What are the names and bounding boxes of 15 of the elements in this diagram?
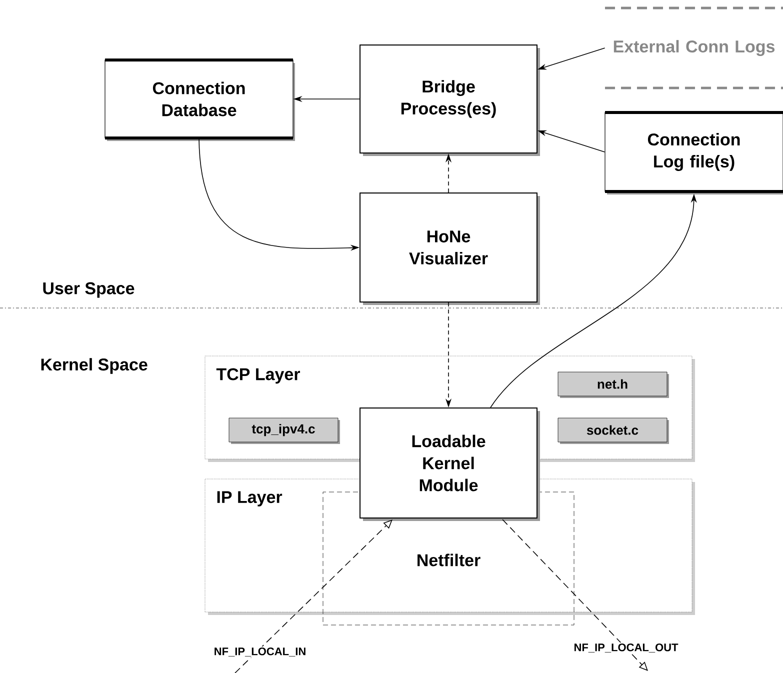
database-box: Connection Database bbox=[104, 58, 295, 141]
edge-label: NF_IP_LOCAL_IN bbox=[212, 646, 308, 658]
process-box: Bridge Process(es) bbox=[360, 44, 540, 156]
region-label: Kernel Space bbox=[41, 358, 148, 374]
edge-label: NF_IP_LOCAL_OUT bbox=[572, 642, 680, 654]
source-file-box: net.h bbox=[558, 372, 669, 398]
arrow bbox=[234, 520, 392, 673]
log-file-box: Connection Log file(s) bbox=[604, 111, 783, 194]
external-logs-box: External Conn Logs bbox=[605, 6, 783, 90]
arrow bbox=[502, 519, 648, 671]
region-label: User Space bbox=[43, 282, 134, 298]
source-file-box: tcp_ipv4.c bbox=[228, 418, 340, 444]
process-box: HoNe Visualizer bbox=[360, 192, 540, 305]
process-box: Loadable Kernel Module bbox=[360, 408, 540, 521]
source-file-box: socket.c bbox=[558, 418, 669, 444]
